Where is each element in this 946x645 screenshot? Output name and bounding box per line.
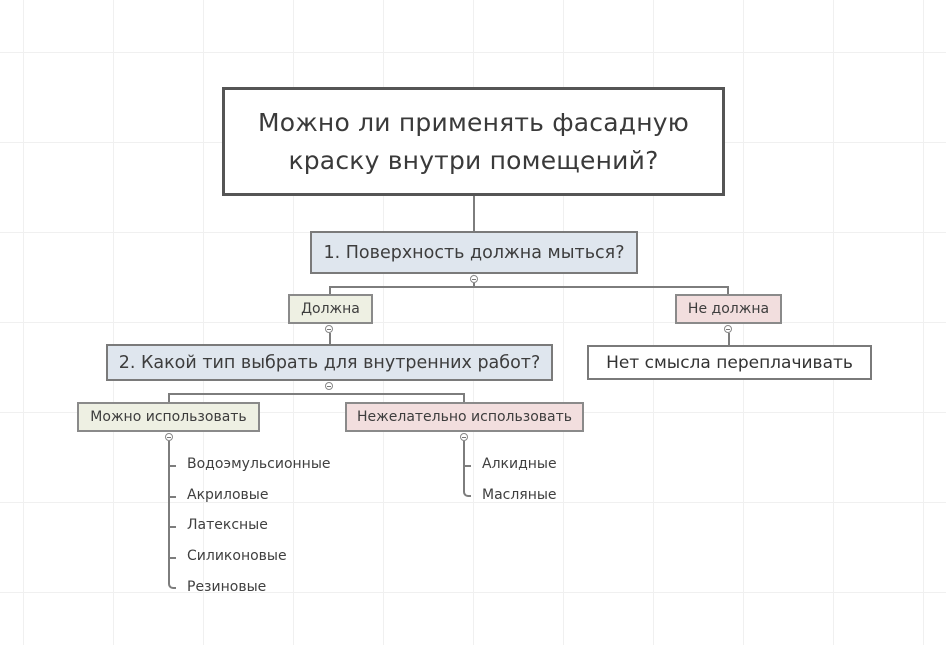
leaf-tick — [169, 557, 176, 559]
leaf-item[interactable]: Силиконовые — [187, 548, 287, 564]
connector-q1-down — [473, 283, 475, 287]
branch-can-use-node[interactable]: Можно использовать — [77, 402, 260, 432]
leaf-tick — [169, 496, 176, 498]
leaf-item[interactable]: Резиновые — [187, 579, 267, 595]
collapse-icon[interactable] — [325, 325, 333, 333]
question-1-label: 1. Поверхность должна мыться? — [323, 242, 625, 263]
root-question-node[interactable]: Можно ли применять фасадную краску внутр… — [222, 87, 725, 196]
leaf-tick — [169, 465, 176, 467]
connector-yes-q2 — [329, 333, 331, 344]
connector-no-answer — [728, 333, 730, 345]
question-2-node[interactable]: 2. Какой тип выбрать для внутренних рабо… — [106, 344, 553, 381]
branch-undesirable-label: Нежелательно использовать — [357, 409, 572, 425]
leaf-tick — [169, 526, 176, 528]
leaf-bracket — [168, 441, 176, 589]
question-2-label: 2. Какой тип выбрать для внутренних рабо… — [118, 352, 541, 373]
connector-q2-no — [463, 393, 465, 402]
leaf-bracket — [463, 441, 471, 497]
connector-q2-bar — [168, 393, 465, 395]
root-title: Можно ли применять фасадную краску внутр… — [257, 107, 690, 175]
leaf-item[interactable]: Масляные — [482, 487, 557, 503]
leaf-item[interactable]: Водоэмульсионные — [187, 456, 331, 472]
connector-q1-bar — [329, 286, 729, 288]
collapse-icon[interactable] — [325, 382, 333, 390]
connector-q2-yes — [168, 393, 170, 402]
branch-must-node[interactable]: Должна — [288, 294, 373, 324]
leaf-item[interactable]: Алкидные — [482, 456, 557, 472]
connector-q1-no — [727, 286, 729, 294]
connector-q1-yes — [329, 286, 331, 294]
branch-must-not-node[interactable]: Не должна — [675, 294, 782, 324]
branch-must-not-label: Не должна — [687, 301, 770, 317]
leaf-tick — [464, 465, 471, 467]
answer-label: Нет смысла переплачивать — [606, 352, 853, 373]
branch-undesirable-node[interactable]: Нежелательно использовать — [345, 402, 584, 432]
collapse-icon[interactable] — [460, 433, 468, 441]
question-1-node[interactable]: 1. Поверхность должна мыться? — [310, 231, 638, 274]
connector-root-q1 — [473, 196, 475, 231]
branch-must-label: Должна — [301, 301, 360, 317]
collapse-icon[interactable] — [724, 325, 732, 333]
leaf-item[interactable]: Акриловые — [187, 487, 269, 503]
branch-can-use-label: Можно использовать — [90, 409, 247, 425]
collapse-icon[interactable] — [470, 275, 478, 283]
collapse-icon[interactable] — [165, 433, 173, 441]
answer-node[interactable]: Нет смысла переплачивать — [587, 345, 872, 380]
leaf-item[interactable]: Латексные — [187, 517, 268, 533]
